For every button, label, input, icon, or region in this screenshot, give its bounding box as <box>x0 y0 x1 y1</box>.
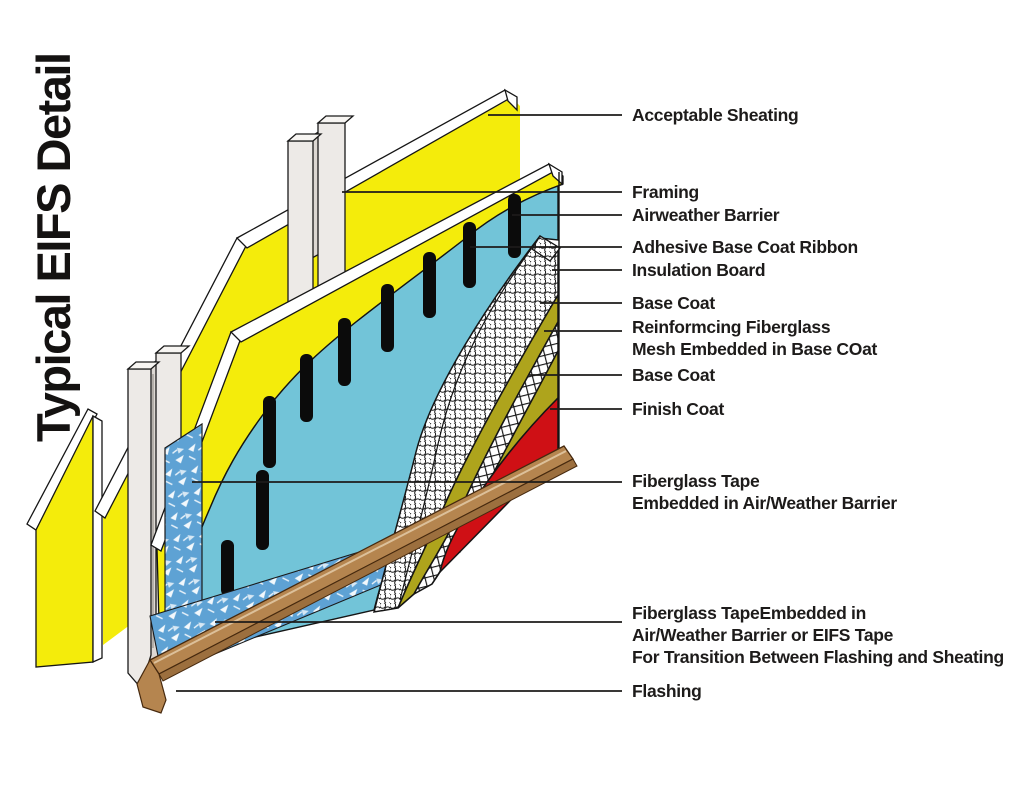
label-reinforcing-mesh-line2: Mesh Embedded in Base COat <box>632 339 878 359</box>
leader-lines <box>176 114 622 692</box>
label-reinforcing-mesh-line1: Reinformcing Fiberglass <box>632 317 831 337</box>
label-fiberglass-tape-line1: Fiberglass Tape <box>632 471 760 491</box>
sheathing-panel-far-left <box>26 408 103 668</box>
framing-stud-top <box>286 115 355 323</box>
flashing <box>136 445 578 714</box>
label-fiberglass-tape-line2: Embedded in Air/Weather Barrier <box>632 493 897 513</box>
label-airweather-barrier: Airweather Barrier <box>632 205 780 225</box>
label-tape-transition-line3: For Transition Between Flashing and Shea… <box>632 647 1004 667</box>
label-tape-transition-line2: Air/Weather Barrier or EIFS Tape <box>632 625 894 645</box>
label-framing: Framing <box>632 182 699 202</box>
label-adhesive-base-coat-ribbon: Adhesive Base Coat Ribbon <box>632 237 858 257</box>
label-flashing: Flashing <box>632 681 702 701</box>
label-finish-coat: Finish Coat <box>632 399 724 419</box>
page-title: Typical EIFS Detail <box>27 53 80 442</box>
label-base-coat-1: Base Coat <box>632 293 715 313</box>
adhesive-ribbons <box>221 194 521 596</box>
label-base-coat-2: Base Coat <box>632 365 715 385</box>
label-tape-transition-line1: Fiberglass TapeEmbedded in <box>632 603 867 623</box>
label-insulation-board: Insulation Board <box>632 260 766 280</box>
label-acceptable-sheathing: Acceptable Sheating <box>632 105 799 125</box>
